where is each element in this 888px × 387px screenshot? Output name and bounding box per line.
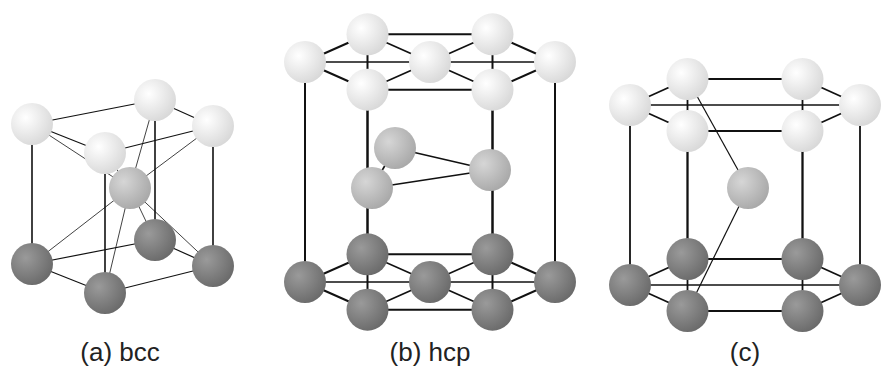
atom-sphere bbox=[284, 261, 326, 303]
atom-sphere bbox=[667, 238, 709, 280]
atom-sphere bbox=[472, 289, 514, 331]
bond-line bbox=[492, 34, 494, 254]
atom-sphere bbox=[284, 41, 326, 83]
atom-sphere bbox=[667, 290, 709, 332]
structure-caption: (b) hcp bbox=[390, 337, 471, 368]
atom-sphere bbox=[11, 243, 53, 285]
atom-sphere bbox=[667, 110, 709, 152]
atom-sphere bbox=[347, 289, 389, 331]
atom-sphere bbox=[782, 238, 824, 280]
atom-sphere bbox=[839, 84, 881, 126]
atom-sphere bbox=[782, 58, 824, 100]
atom-sphere bbox=[84, 272, 126, 314]
bond-line bbox=[630, 284, 860, 285]
atom-sphere bbox=[351, 167, 393, 209]
bond-lines bbox=[32, 34, 860, 311]
structure-caption: (c) bbox=[730, 337, 760, 368]
atom-sphere bbox=[11, 103, 53, 145]
atom-sphere bbox=[727, 167, 769, 209]
bond-line bbox=[554, 62, 556, 282]
bond-line bbox=[687, 79, 689, 259]
atom-sphere bbox=[472, 13, 514, 55]
atom-sphere bbox=[374, 127, 416, 169]
atom-sphere bbox=[839, 264, 881, 306]
bond-line bbox=[304, 62, 306, 282]
atom-sphere bbox=[667, 58, 709, 100]
atom-sphere bbox=[109, 167, 151, 209]
atom-sphere bbox=[192, 105, 234, 147]
atom-spheres bbox=[11, 13, 881, 332]
atom-sphere bbox=[192, 245, 234, 287]
atom-sphere bbox=[782, 110, 824, 152]
atom-sphere bbox=[347, 69, 389, 111]
atom-sphere bbox=[409, 41, 451, 83]
atom-sphere bbox=[134, 79, 176, 121]
atom-sphere bbox=[469, 149, 511, 191]
bond-line bbox=[802, 79, 804, 259]
atom-sphere bbox=[409, 261, 451, 303]
structure-caption: (a) bcc bbox=[80, 337, 159, 368]
atom-sphere bbox=[472, 233, 514, 275]
atom-sphere bbox=[534, 261, 576, 303]
bond-line bbox=[367, 34, 369, 254]
atom-sphere bbox=[134, 219, 176, 261]
bond-line bbox=[630, 104, 860, 105]
atom-sphere bbox=[347, 233, 389, 275]
atom-sphere bbox=[534, 41, 576, 83]
atom-sphere bbox=[782, 290, 824, 332]
atom-sphere bbox=[472, 69, 514, 111]
atom-sphere bbox=[84, 132, 126, 174]
atom-sphere bbox=[347, 13, 389, 55]
atom-sphere bbox=[609, 264, 651, 306]
bond-line bbox=[859, 105, 861, 285]
atom-sphere bbox=[609, 84, 651, 126]
bond-line bbox=[629, 105, 631, 285]
